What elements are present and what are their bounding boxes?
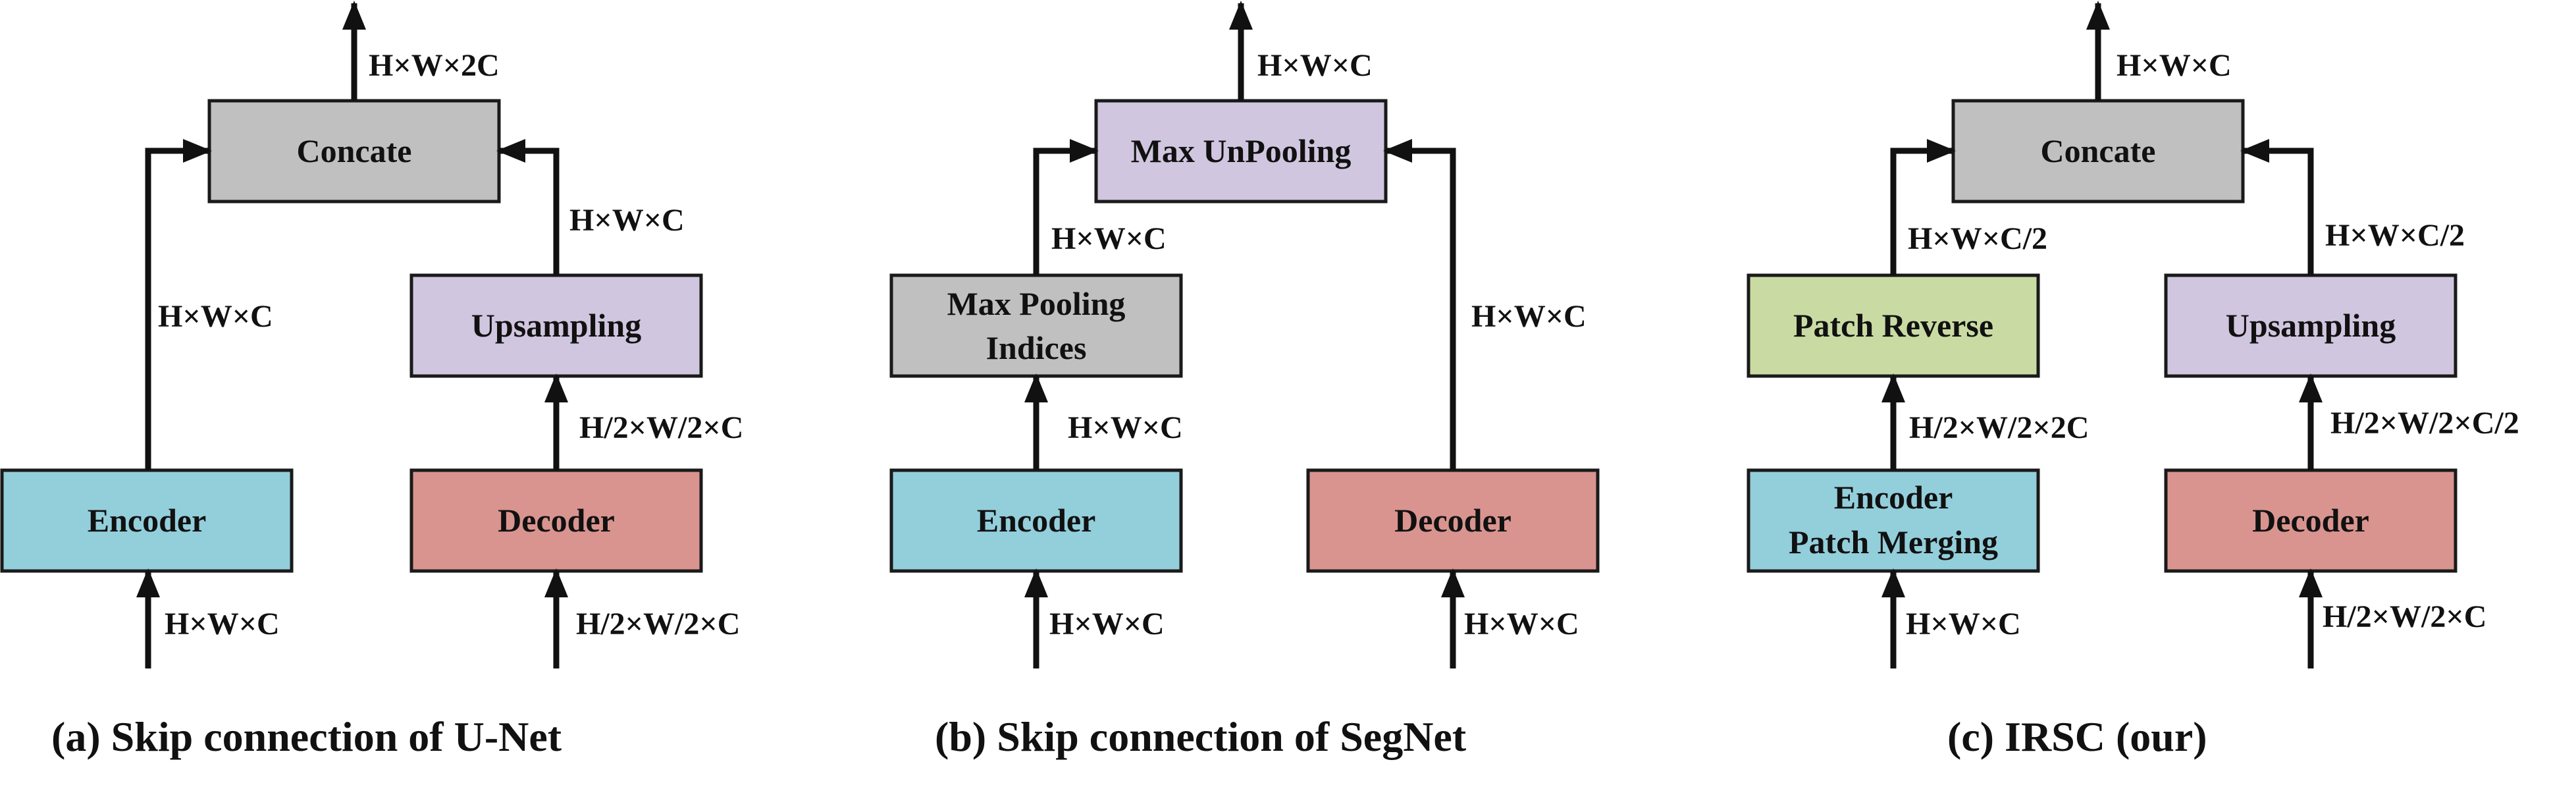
panel-b: Max UnPooling Max Pooling Indices Encode…: [889, 1, 1600, 760]
max-unpooling-label-b: Max UnPooling: [1131, 132, 1352, 169]
decoder-out-dim-c: H/2×W/2×C/2: [2330, 406, 2519, 441]
decoder-label-b: Decoder: [1394, 502, 1511, 539]
concate-label-a: Concate: [297, 132, 412, 169]
caption-a: (a) Skip connection of U-Net: [51, 713, 562, 760]
caption-c: (c) IRSC (our): [1947, 713, 2207, 760]
decoder-box-a: [409, 468, 703, 573]
panel-c: Concate Patch Reverse Upsampling Encoder…: [1747, 1, 2519, 760]
encoder-label-line1-c: Encoder: [1834, 479, 1953, 516]
encoder-label-line2-c: Patch Merging: [1789, 524, 1998, 560]
decoder-box-b: [1306, 468, 1600, 573]
encoder-out-dim-b: H×W×C: [1068, 410, 1183, 445]
skip-dim-a: H×W×C: [158, 299, 273, 334]
output-dim-b: H×W×C: [1257, 48, 1373, 83]
encoder-in-dim-a: H×W×C: [165, 607, 280, 641]
max-pooling-label-line2-b: Indices: [986, 329, 1087, 366]
upsampling-out-dim-a: H×W×C: [569, 203, 685, 238]
patch-reverse-label-c: Patch Reverse: [1793, 307, 1993, 344]
pooling-out-dim-b: H×W×C: [1051, 221, 1167, 256]
max-pooling-label-line1-b: Max Pooling: [947, 285, 1126, 322]
skip-arrow-a: [145, 139, 212, 470]
patch-reverse-to-concate-arrow-c: [1890, 139, 1956, 275]
upsampling-out-dim-c: H×W×C/2: [2325, 218, 2465, 253]
patch-reverse-out-dim-c: H×W×C/2: [1908, 221, 2047, 256]
encoder-in-dim-c: H×W×C: [1906, 607, 2021, 641]
output-dim-c: H×W×C: [2116, 48, 2232, 83]
upsampling-label-a: Upsampling: [471, 307, 641, 344]
decoder-label-a: Decoder: [498, 502, 615, 539]
encoder-patch-merging-box-c: [1747, 468, 2040, 573]
decoder-in-dim-c: H/2×W/2×C: [2323, 599, 2486, 634]
decoder-to-unpooling-arrow-b: [1383, 139, 1456, 470]
concate-label-c: Concate: [2041, 132, 2156, 169]
encoder-label-a: Encoder: [88, 502, 207, 539]
upsampling-to-concate-arrow-c: [2240, 139, 2314, 275]
encoder-out-dim-c: H/2×W/2×2C: [1909, 410, 2089, 445]
decoder-out-dim-b: H×W×C: [1471, 299, 1587, 334]
upsampling-box-a: [409, 273, 703, 378]
decoder-out-dim-a: H/2×W/2×C: [579, 410, 743, 445]
decoder-in-dim-a: H/2×W/2×C: [576, 607, 740, 641]
decoder-label-c: Decoder: [2252, 502, 2369, 539]
caption-b: (b) Skip connection of SegNet: [935, 713, 1467, 760]
encoder-label-b: Encoder: [977, 502, 1096, 539]
encoder-in-dim-b: H×W×C: [1049, 607, 1165, 641]
output-dim-a: H×W×2C: [369, 48, 500, 83]
panel-a: Concate Upsampling Encoder Decoder H×W×2…: [0, 1, 743, 760]
encoder-box-b: [889, 468, 1183, 573]
upsampling-to-concate-arrow-a: [496, 139, 560, 275]
pooling-to-unpooling-arrow-b: [1033, 139, 1099, 275]
concate-box-a: [207, 99, 501, 204]
upsampling-label-c: Upsampling: [2226, 307, 2396, 344]
decoder-in-dim-b: H×W×C: [1464, 607, 1579, 641]
